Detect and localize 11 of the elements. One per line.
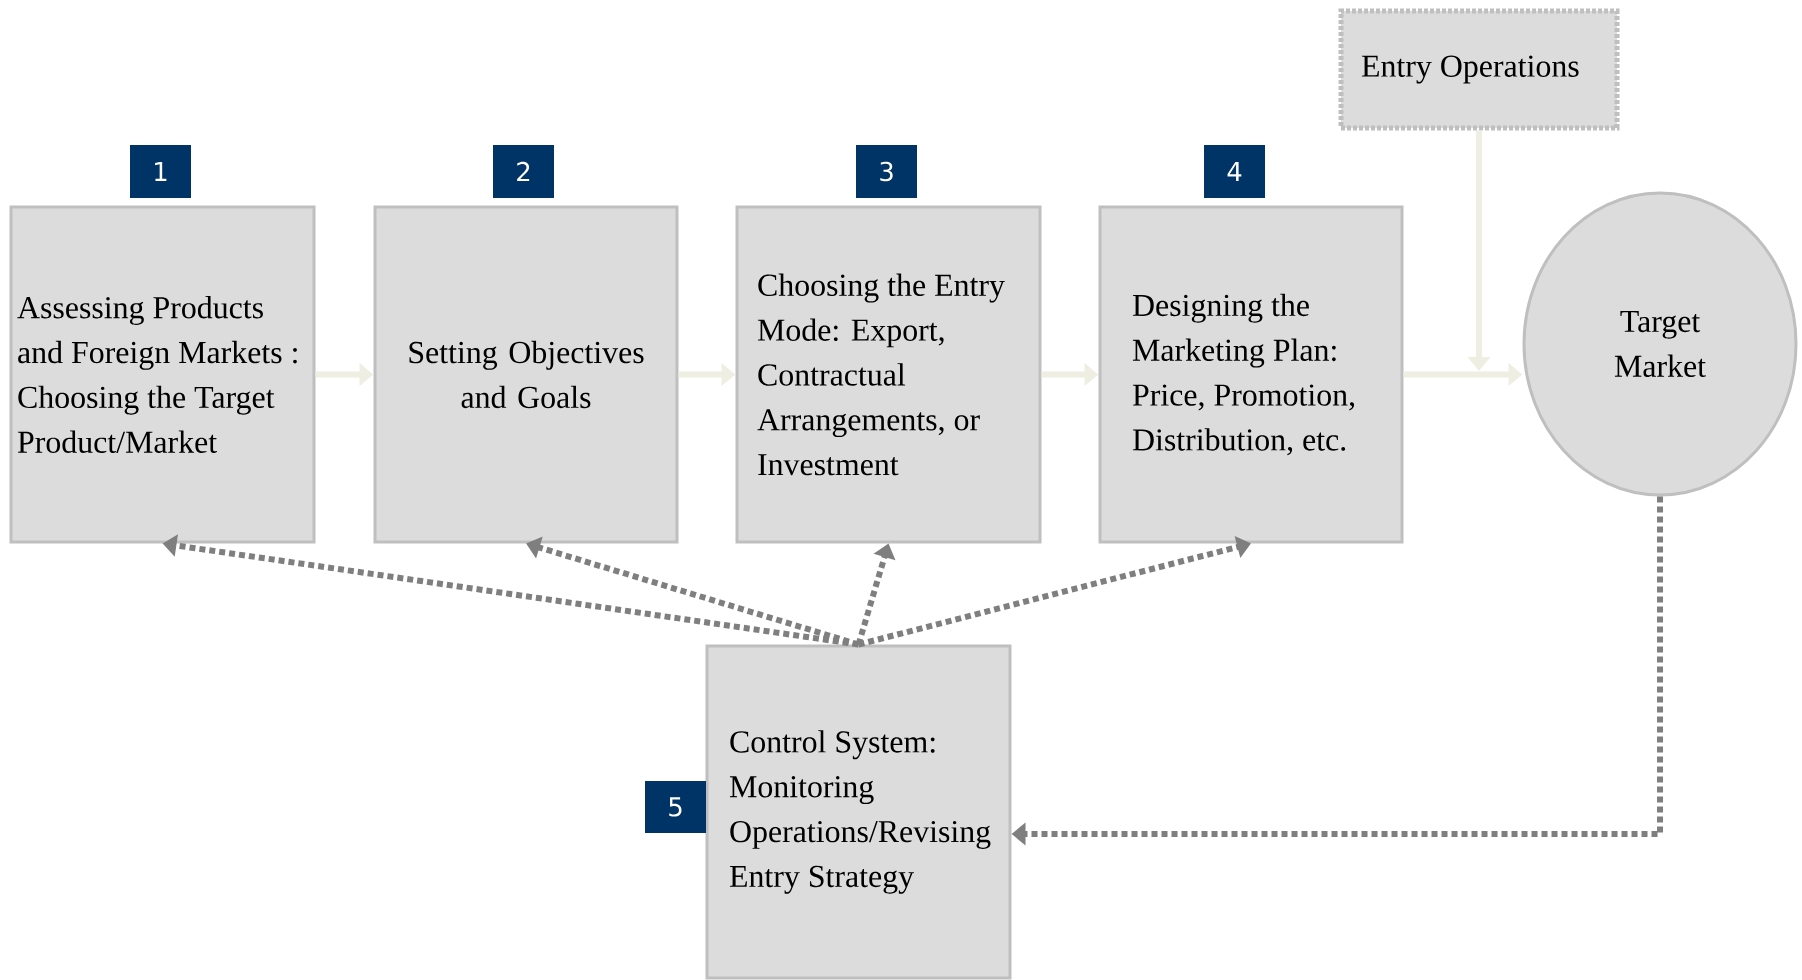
- number-badge: 2: [493, 145, 554, 198]
- number-badge: 1: [130, 145, 191, 198]
- number-badge: 5: [645, 781, 706, 833]
- process-box: Designing the Marketing Plan: Price, Promotion, Distribution, etc.: [1098, 205, 1404, 544]
- number-badge: 3: [856, 145, 917, 198]
- process-box: Assessing Products and Foreign Markets : Choosing the Target Product/Market: [9, 205, 316, 544]
- number-badge: 4: [1204, 145, 1265, 198]
- process-box: Setting Objectives and Goals: [373, 205, 679, 544]
- process-box: Choosing the Entry Mode: Export, Contractual Arrangements, or Investment: [735, 205, 1042, 544]
- process-box: Control System: Monitoring Operations/Revising Entry Strategy: [705, 644, 1012, 980]
- entry-box: Entry Operations: [1338, 8, 1620, 131]
